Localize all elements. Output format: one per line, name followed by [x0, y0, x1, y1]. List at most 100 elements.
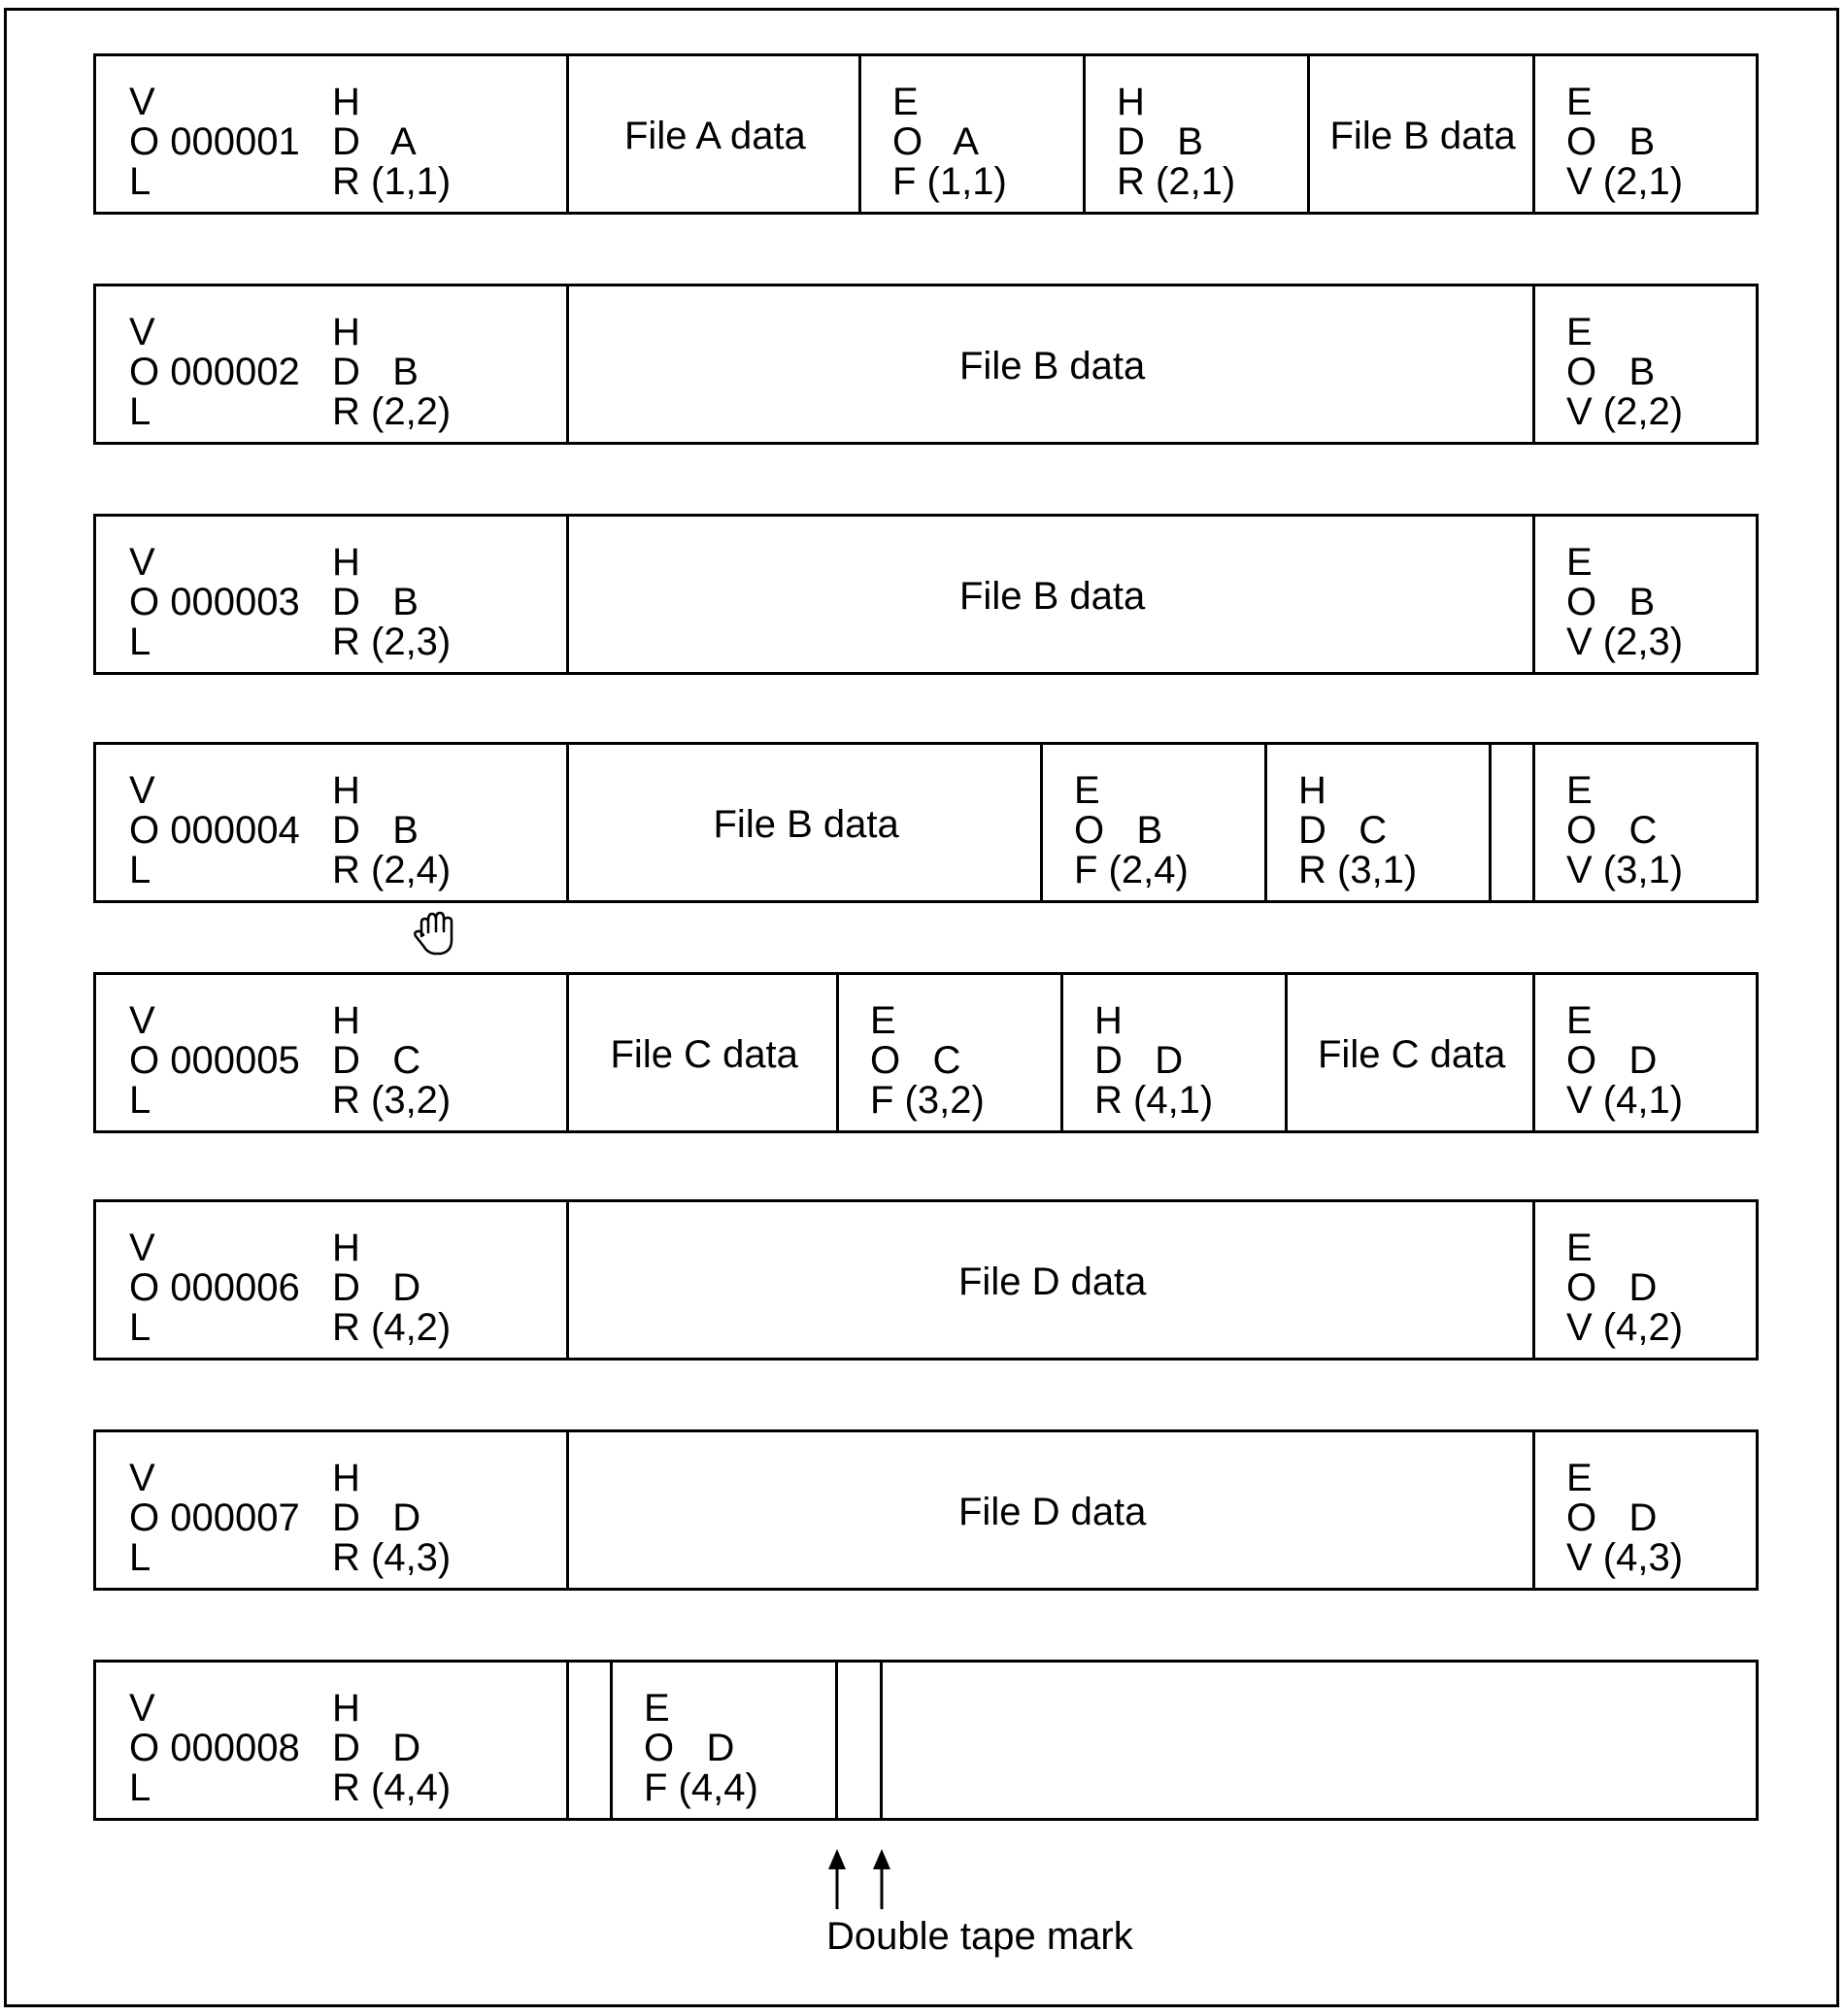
label-block-line: O C: [870, 1039, 961, 1082]
block-divider: [1285, 972, 1288, 1133]
label-block-line: H: [332, 81, 360, 123]
label-block-line: D B: [332, 581, 419, 623]
label-block-line: D B: [332, 809, 419, 852]
block-divider: [1040, 742, 1043, 903]
label-block-line: O B: [1074, 809, 1163, 852]
vol-label-line: L: [129, 849, 151, 891]
block-divider: [1307, 53, 1310, 215]
label-block-line: R (2,3): [332, 621, 452, 663]
block-divider: [610, 1660, 613, 1821]
label-block-line: R (3,1): [1298, 849, 1418, 891]
label-block-line: E: [870, 999, 896, 1042]
label-block-line: V (3,1): [1566, 849, 1684, 891]
label-block-line: D C: [332, 1039, 421, 1082]
vol-label-line: V: [129, 769, 155, 812]
diagram-frame: [4, 8, 1839, 2007]
vol-label-line: V: [129, 81, 155, 123]
label-block-line: H: [332, 1226, 360, 1269]
label-block-line: O D: [644, 1727, 735, 1769]
vol-label-line: O 000008: [129, 1727, 300, 1769]
label-block-line: E: [1566, 541, 1593, 584]
tape-mark-arrow-2-head: [873, 1849, 890, 1869]
label-block-line: V (4,3): [1566, 1536, 1684, 1579]
label-block-line: O B: [1566, 581, 1656, 623]
vol-label-line: O 000004: [129, 809, 300, 852]
block-divider: [566, 1429, 569, 1591]
file-data-block: File A data: [624, 115, 806, 157]
block-divider: [566, 1199, 569, 1361]
label-block-line: E: [1566, 769, 1593, 812]
block-divider: [566, 972, 569, 1133]
block-divider: [566, 514, 569, 675]
file-data-block: File C data: [1318, 1033, 1506, 1076]
vol-label-line: V: [129, 999, 155, 1042]
block-divider: [1083, 53, 1086, 215]
label-block-line: V (4,2): [1566, 1306, 1684, 1349]
vol-label-line: O 000002: [129, 351, 300, 393]
label-block-line: R (3,2): [332, 1079, 452, 1122]
file-data-block: File B data: [713, 803, 899, 846]
label-block-line: H: [332, 1687, 360, 1730]
label-block-line: O C: [1566, 809, 1658, 852]
block-divider: [1264, 742, 1267, 903]
label-block-line: D B: [332, 351, 419, 393]
label-block-line: V (2,1): [1566, 160, 1684, 203]
vol-label-line: O 000007: [129, 1496, 300, 1539]
label-block-line: R (4,1): [1094, 1079, 1214, 1122]
double-tape-mark-label: Double tape mark: [826, 1915, 1133, 1958]
block-divider: [1532, 1199, 1535, 1361]
block-divider: [1060, 972, 1063, 1133]
vol-label-line: O 000005: [129, 1039, 300, 1082]
label-block-line: F (1,1): [892, 160, 1007, 203]
tape-mark-arrow-1-head: [828, 1849, 846, 1869]
label-block-line: O B: [1566, 351, 1656, 393]
label-block-line: D A: [332, 120, 417, 163]
label-block-line: H: [1094, 999, 1123, 1042]
vol-label-line: O 000001: [129, 120, 300, 163]
label-block-line: H: [332, 541, 360, 584]
label-block-line: D D: [1094, 1039, 1184, 1082]
label-block-line: R (2,2): [332, 390, 452, 433]
block-divider: [1489, 742, 1492, 903]
label-block-line: E: [644, 1687, 670, 1730]
label-block-line: O D: [1566, 1496, 1658, 1539]
block-divider: [1532, 1429, 1535, 1591]
label-block-line: D D: [332, 1727, 421, 1769]
label-block-line: H: [1298, 769, 1326, 812]
vol-label-line: V: [129, 1687, 155, 1730]
label-block-line: H: [332, 999, 360, 1042]
label-block-line: R (1,1): [332, 160, 452, 203]
vol-label-line: L: [129, 1306, 151, 1349]
block-divider: [836, 972, 839, 1133]
label-block-line: O A: [892, 120, 979, 163]
label-block-line: O B: [1566, 120, 1656, 163]
vol-label-line: L: [129, 1536, 151, 1579]
file-data-block: File B data: [1329, 115, 1516, 157]
vol-label-line: L: [129, 1766, 151, 1809]
label-block-line: H: [332, 1457, 360, 1499]
vol-label-line: L: [129, 1079, 151, 1122]
label-block-line: F (3,2): [870, 1079, 985, 1122]
